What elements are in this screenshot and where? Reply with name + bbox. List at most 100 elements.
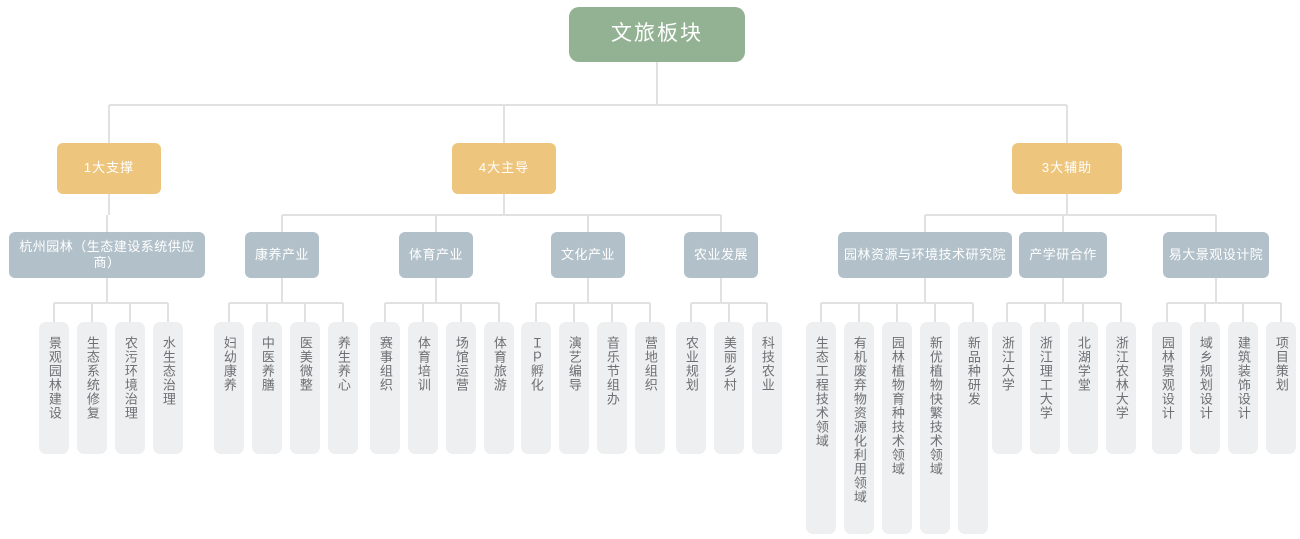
connector-to-leaf-7-2 [1242, 303, 1244, 322]
connector-to-level3-2-2 [1215, 215, 1217, 232]
connector-to-leaf-5-1 [858, 303, 860, 322]
connector-to-leaf-2-0 [384, 303, 386, 322]
connector-bus-leaf-6 [1007, 302, 1121, 304]
leaf-label: 水生态治理 [160, 336, 176, 406]
leaf-node-3-2[interactable]: 音乐节组办 [597, 322, 627, 454]
connector-to-leaf-4-1 [728, 303, 730, 322]
connector-bus-leaf-0 [54, 302, 168, 304]
leaf-node-6-3[interactable]: 浙江农林大学 [1106, 322, 1136, 454]
leaf-node-5-4[interactable]: 新品种研发 [958, 322, 988, 534]
connector-bus-level3-2 [925, 214, 1216, 216]
connector-to-leaf-2-2 [460, 303, 462, 322]
connector-bus-leaf-1 [229, 302, 343, 304]
node-level3-6[interactable]: 产学研合作 [1019, 232, 1107, 278]
connector-to-leaf-3-2 [611, 303, 613, 322]
leaf-label: 建筑装饰设计 [1235, 336, 1251, 420]
leaf-label: 新优植物快繁技术领域 [927, 336, 943, 476]
node-level3-5[interactable]: 园林资源与环境技术研究院 [838, 232, 1012, 278]
leaf-node-7-0[interactable]: 园林景观设计 [1152, 322, 1182, 454]
leaf-node-7-3[interactable]: 项目策划 [1266, 322, 1296, 454]
connector-level2-stub-0 [108, 194, 110, 215]
leaf-node-4-0[interactable]: 农业规划 [676, 322, 706, 454]
leaf-label: 农污环境治理 [122, 336, 138, 420]
node-level3-1[interactable]: 康养产业 [245, 232, 319, 278]
connector-bus-leaf-7 [1167, 302, 1281, 304]
leaf-node-3-0[interactable]: Ｉｐ孵化 [521, 322, 551, 454]
connector-to-level3-1-2 [587, 215, 589, 232]
leaf-label: 医美微整 [297, 336, 313, 392]
leaf-node-0-1[interactable]: 生态系统修复 [77, 322, 107, 454]
leaf-label: 场馆运营 [453, 336, 469, 392]
leaf-node-1-0[interactable]: 妇幼康养 [214, 322, 244, 454]
connector-to-leaf-6-0 [1006, 303, 1008, 322]
leaf-node-7-1[interactable]: 域乡规划设计 [1190, 322, 1220, 454]
leaf-node-5-0[interactable]: 生态工程技术领域 [806, 322, 836, 534]
connector-bus-leaf-3 [536, 302, 650, 304]
node-level3-2[interactable]: 体育产业 [399, 232, 473, 278]
connector-to-level2-1 [503, 105, 505, 143]
leaf-node-6-2[interactable]: 北湖学堂 [1068, 322, 1098, 454]
connector-to-leaf-5-0 [820, 303, 822, 322]
leaf-label: Ｉｐ孵化 [528, 336, 544, 392]
leaf-node-7-2[interactable]: 建筑装饰设计 [1228, 322, 1258, 454]
node-level2-1[interactable]: 4大主导 [452, 143, 556, 194]
connector-to-level2-2 [1066, 105, 1068, 143]
connector-level3-stub-7 [1215, 278, 1217, 303]
connector-level2-stub-1 [503, 194, 505, 215]
leaf-label: 生态系统修复 [84, 336, 100, 420]
leaf-node-6-1[interactable]: 浙江理工大学 [1030, 322, 1060, 454]
connector-bus-level3-1 [282, 214, 721, 216]
leaf-label: 中医养膳 [259, 336, 275, 392]
node-level2-0[interactable]: 1大支撑 [57, 143, 161, 194]
leaf-label: 景观园林建设 [46, 336, 62, 420]
leaf-node-0-0[interactable]: 景观园林建设 [39, 322, 69, 454]
leaf-node-2-0[interactable]: 赛事组织 [370, 322, 400, 454]
connector-to-leaf-1-2 [304, 303, 306, 322]
leaf-node-3-3[interactable]: 营地组织 [635, 322, 665, 454]
connector-to-level3-1-0 [281, 215, 283, 232]
connector-to-leaf-3-3 [649, 303, 651, 322]
node-level3-4[interactable]: 农业发展 [684, 232, 758, 278]
leaf-node-4-2[interactable]: 科技农业 [752, 322, 782, 454]
connector-to-leaf-0-0 [53, 303, 55, 322]
leaf-node-5-2[interactable]: 园林植物育种技术领域 [882, 322, 912, 534]
connector-to-leaf-6-3 [1120, 303, 1122, 322]
node-level2-2[interactable]: 3大辅助 [1012, 143, 1122, 194]
leaf-node-2-1[interactable]: 体育培训 [408, 322, 438, 454]
leaf-label: 园林景观设计 [1159, 336, 1175, 420]
connector-level3-stub-1 [281, 278, 283, 303]
leaf-label: 浙江理工大学 [1037, 336, 1053, 420]
leaf-node-4-1[interactable]: 美丽乡村 [714, 322, 744, 454]
leaf-node-6-0[interactable]: 浙江大学 [992, 322, 1022, 454]
connector-to-leaf-5-4 [972, 303, 974, 322]
connector-level3-stub-4 [720, 278, 722, 303]
leaf-node-1-3[interactable]: 养生养心 [328, 322, 358, 454]
leaf-node-1-2[interactable]: 医美微整 [290, 322, 320, 454]
connector-to-leaf-7-1 [1204, 303, 1206, 322]
leaf-node-5-1[interactable]: 有机废弃物资源化利用领域 [844, 322, 874, 534]
leaf-node-0-3[interactable]: 水生态治理 [153, 322, 183, 454]
connector-to-level3-0-0 [106, 215, 108, 232]
leaf-label: 农业规划 [683, 336, 699, 392]
connector-level3-stub-0 [106, 278, 108, 303]
leaf-node-5-3[interactable]: 新优植物快繁技术领域 [920, 322, 950, 534]
node-root[interactable]: 文旅板块 [569, 7, 745, 62]
node-level3-3[interactable]: 文化产业 [551, 232, 625, 278]
connector-to-leaf-2-1 [422, 303, 424, 322]
connector-to-level3-2-1 [1062, 215, 1064, 232]
connector-to-leaf-4-0 [690, 303, 692, 322]
leaf-label: 美丽乡村 [721, 336, 737, 392]
leaf-label: 域乡规划设计 [1197, 336, 1213, 420]
leaf-node-2-2[interactable]: 场馆运营 [446, 322, 476, 454]
node-level3-7[interactable]: 易大景观设计院 [1163, 232, 1269, 278]
node-level3-0[interactable]: 杭州园林（生态建设系统供应商） [9, 232, 205, 278]
leaf-node-0-2[interactable]: 农污环境治理 [115, 322, 145, 454]
connector-to-leaf-0-3 [167, 303, 169, 322]
leaf-label: 浙江大学 [999, 336, 1015, 392]
connector-level2-stub-2 [1066, 194, 1068, 215]
leaf-label: 项目策划 [1273, 336, 1289, 392]
leaf-node-2-3[interactable]: 体育旅游 [484, 322, 514, 454]
leaf-node-1-1[interactable]: 中医养膳 [252, 322, 282, 454]
leaf-node-3-1[interactable]: 演艺编导 [559, 322, 589, 454]
connector-to-leaf-1-1 [266, 303, 268, 322]
